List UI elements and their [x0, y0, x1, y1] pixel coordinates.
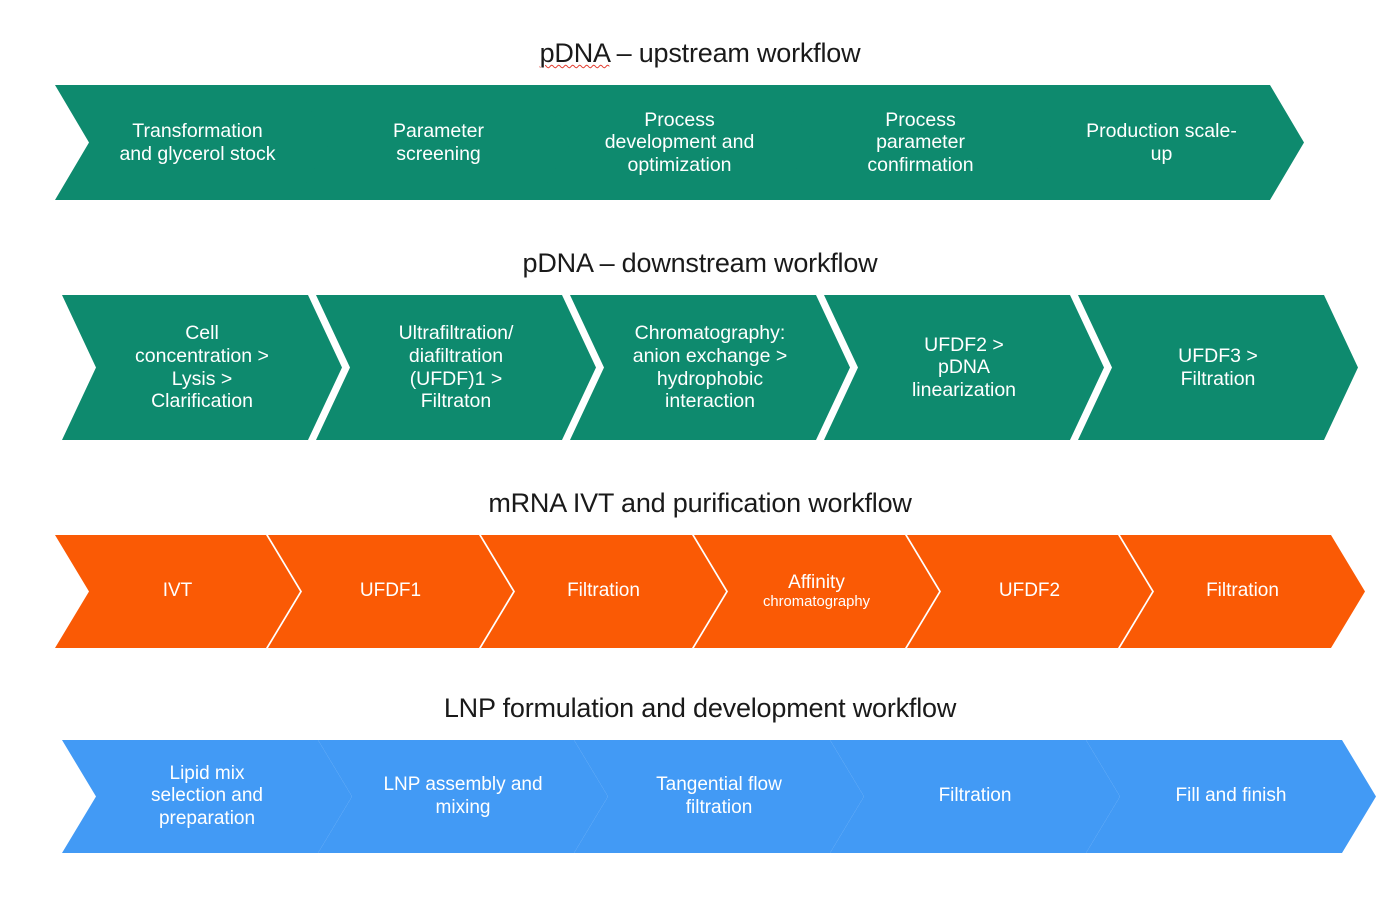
chevron-step-5-label: UFDF3 >Filtration: [1178, 344, 1258, 390]
chevron-step-3[interactable]: Chromatography:anion exchange >hydrophob…: [570, 295, 850, 440]
chevron-step-5[interactable]: UFDF3 >Filtration: [1078, 295, 1358, 440]
chevron-step-3-label: Filtration: [567, 580, 640, 602]
row-title-pdna-downstream: pDNA – downstream workflow: [522, 248, 878, 278]
chevron-step-5-label: Fill and finish: [1175, 785, 1287, 807]
row-title-pdna-upstream: pDNA – upstream workflow: [0, 40, 1400, 67]
workflow-row-lnp-formulation: LNP formulation and development workflow…: [0, 695, 1400, 870]
chevron-strip-mrna-ivt: IVT UFDF1 Filtration Affinity chromatogr…: [0, 535, 1400, 660]
chevron-step-1-label: IVT: [162, 580, 193, 602]
row-title-mrna-ivt: mRNA IVT and purification workflow: [488, 488, 912, 518]
chevron-step-3-label: Chromatography:anion exchange >hydrophob…: [632, 322, 788, 413]
row-title-rest: – upstream workflow: [609, 38, 861, 68]
chevron-step-4[interactable]: Affinity chromatography: [694, 535, 939, 648]
chevron-step-6[interactable]: Filtration: [1120, 535, 1365, 648]
chevron-step-5-label: Production scale-up: [1086, 119, 1237, 165]
chevron-step-4-label: Affinity chromatography: [694, 572, 939, 611]
chevron-step-5[interactable]: Fill and finish: [1086, 740, 1376, 853]
row-title-spellcheck-word: pDNA: [539, 38, 610, 68]
chevron-step-4-label: Filtration: [938, 785, 1012, 807]
chevron-step-4[interactable]: Filtration: [830, 740, 1120, 853]
chevron-step-2-label: Ultrafiltration/diafiltration(UFDF)1 >Fi…: [398, 322, 514, 413]
chevron-step-1[interactable]: IVT: [55, 535, 300, 648]
chevron-step-3[interactable]: Filtration: [481, 535, 726, 648]
chevron-step-5[interactable]: Production scale-up: [1019, 85, 1304, 200]
chevron-step-5[interactable]: UFDF2: [907, 535, 1152, 648]
chevron-step-2[interactable]: Ultrafiltration/diafiltration(UFDF)1 >Fi…: [316, 295, 596, 440]
chevron-step-5-label: UFDF2: [998, 580, 1061, 602]
chevron-step-6-label: Filtration: [1206, 580, 1279, 602]
chevron-step-2-label: UFDF1: [359, 580, 422, 602]
chevron-step-4-sublabel: chromatography: [762, 594, 871, 610]
chevron-step-2[interactable]: UFDF1: [268, 535, 513, 648]
row-title-lnp-formulation: LNP formulation and development workflow: [443, 693, 957, 723]
workflow-row-mrna-ivt: mRNA IVT and purification workflow IVT U…: [0, 490, 1400, 660]
